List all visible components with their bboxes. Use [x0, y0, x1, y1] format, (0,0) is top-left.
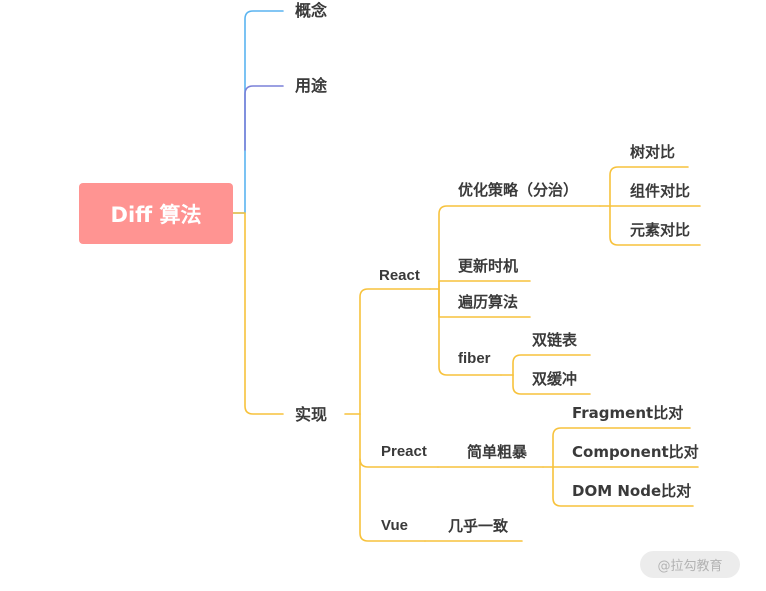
node-usage: 用途	[295, 76, 328, 95]
node-double-list: 双链表	[532, 331, 578, 349]
connector-strategy	[438, 205, 601, 290]
node-traversal: 遍历算法	[458, 293, 519, 311]
connector-element	[609, 205, 701, 246]
connector-tree	[609, 166, 689, 207]
node-tree-compare: 树对比	[630, 143, 676, 161]
node-react: React	[379, 267, 420, 284]
connector-double-buffer	[512, 374, 591, 395]
node-component-diff: Component比对	[572, 443, 699, 461]
node-fiber: fiber	[458, 350, 491, 367]
node-update-timing: 更新时机	[458, 257, 519, 275]
node-concept: 概念	[295, 1, 328, 20]
node-double-buffer: 双缓冲	[532, 370, 578, 388]
node-vue: Vue	[381, 517, 408, 534]
node-vue-approach: 几乎一致	[448, 517, 509, 535]
watermark-badge: @拉勾教育	[640, 551, 740, 578]
node-dom-node-compare: DOM Node比对	[572, 482, 692, 500]
connector-fragment	[552, 427, 691, 468]
node-fragment-compare: Fragment比对	[572, 404, 684, 422]
connector-dom-node	[552, 466, 694, 507]
connector-react	[359, 288, 431, 415]
root-label: Diff 算法	[110, 202, 202, 227]
node-element-compare: 元素对比	[630, 221, 691, 239]
root-node: Diff 算法	[79, 183, 233, 244]
node-preact-approach: 简单粗暴	[467, 443, 528, 461]
node-strategy: 优化策略（分治）	[458, 181, 579, 199]
node-component-compare: 组件对比	[630, 182, 691, 200]
connector-implementation	[231, 212, 284, 415]
node-implementation: 实现	[295, 405, 328, 424]
connector-vue	[359, 458, 426, 542]
connector-concept	[231, 10, 284, 214]
connector-double-list	[512, 354, 591, 376]
connector-fiber	[438, 288, 502, 376]
node-preact: Preact	[381, 443, 427, 460]
connector-update-timing	[438, 280, 531, 290]
connector-usage	[244, 85, 284, 151]
